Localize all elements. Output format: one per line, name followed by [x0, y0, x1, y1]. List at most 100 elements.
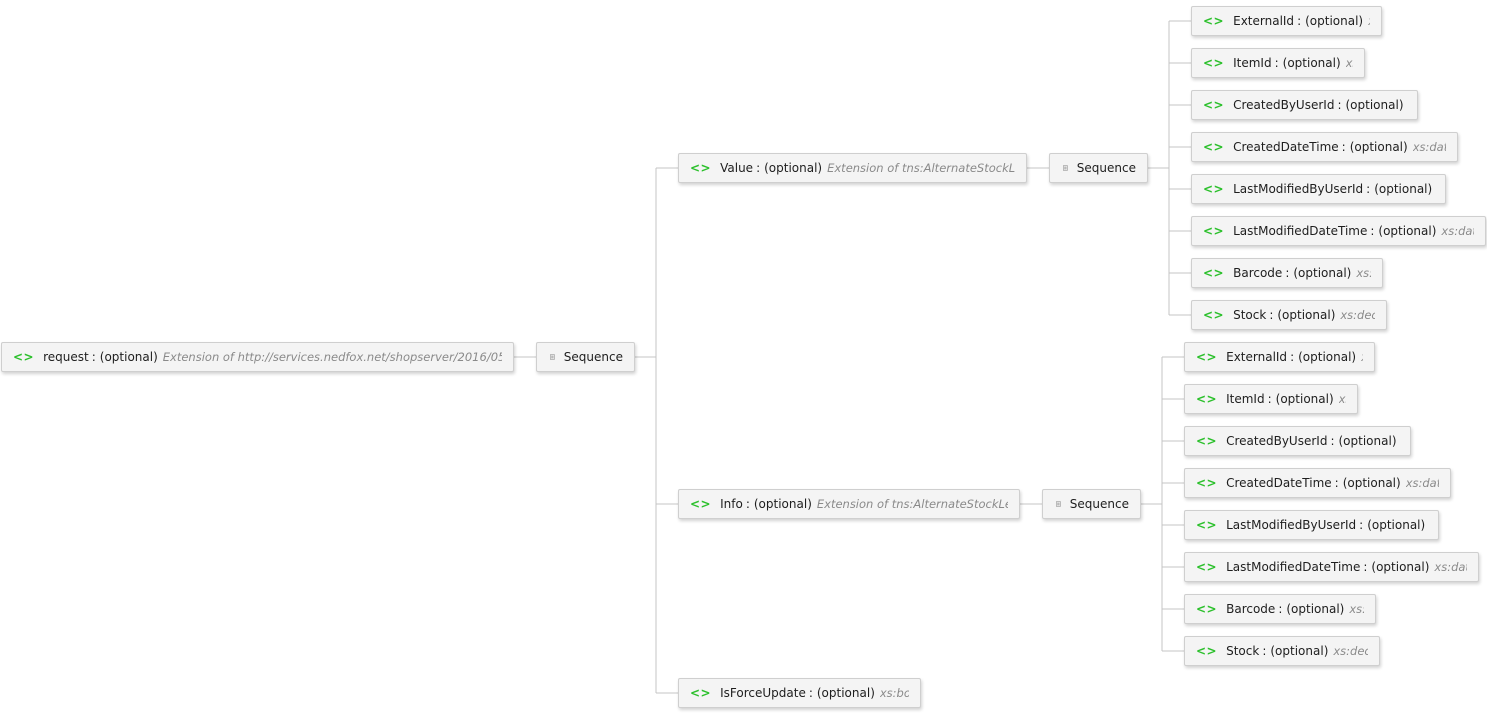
- element-node-info-itemid[interactable]: <> ItemId : (optional) xs:int: [1184, 384, 1358, 414]
- element-name: Value: [720, 161, 754, 175]
- element-icon: <>: [690, 686, 712, 700]
- separator: :: [1290, 350, 1295, 364]
- element-type: xs:decimal: [1340, 308, 1375, 322]
- element-name: CreatedDateTime: [1226, 476, 1332, 490]
- element-type: xs:boolean: [879, 686, 909, 700]
- separator: :: [1366, 182, 1371, 196]
- separator: :: [91, 350, 96, 364]
- element-node-value-barcode[interactable]: <> Barcode : (optional) xs:long: [1191, 258, 1383, 288]
- element-node-request[interactable]: <> request : (optional) Extension of htt…: [1, 342, 514, 372]
- occurrence-label: (optional): [1338, 434, 1397, 448]
- element-type: xs:int: [1368, 14, 1370, 28]
- element-icon: <>: [1196, 560, 1218, 574]
- occurrence-label: (optional): [1374, 182, 1433, 196]
- separator: :: [745, 497, 750, 511]
- element-name: Barcode: [1233, 266, 1283, 280]
- separator: :: [1262, 644, 1267, 658]
- element-node-info-barcode[interactable]: <> Barcode : (optional) xs:long: [1184, 594, 1376, 624]
- element-type: xs:dateTime: [1434, 560, 1467, 574]
- element-icon: <>: [1203, 14, 1225, 28]
- element-icon: <>: [1196, 392, 1218, 406]
- element-type: Extension of http://services.nedfox.net/…: [162, 350, 502, 364]
- sequence-icon: [550, 354, 555, 360]
- element-node-value-createddatetime[interactable]: <> CreatedDateTime : (optional) xs:dateT…: [1191, 132, 1458, 162]
- element-type: xs:int: [1338, 392, 1346, 406]
- element-node-value-createdbyuserid[interactable]: <> CreatedByUserId : (optional) xs:int: [1191, 90, 1418, 120]
- separator: :: [756, 161, 761, 175]
- element-node-value-itemid[interactable]: <> ItemId : (optional) xs:int: [1191, 48, 1365, 78]
- element-name: LastModifiedByUserId: [1233, 182, 1364, 196]
- element-node-info-createdbyuserid[interactable]: <> CreatedByUserId : (optional) xs:int: [1184, 426, 1411, 456]
- element-name: LastModifiedByUserId: [1226, 518, 1357, 532]
- element-name: ExternalId: [1233, 14, 1295, 28]
- element-name: CreatedByUserId: [1233, 98, 1335, 112]
- separator: :: [1267, 392, 1272, 406]
- occurrence-label: (optional): [753, 497, 812, 511]
- sequence-label: Sequence: [563, 350, 623, 364]
- separator: :: [1363, 560, 1368, 574]
- element-node-info[interactable]: <> Info : (optional) Extension of tns:Al…: [678, 489, 1020, 519]
- element-node-value-lastmodifiedbyuserid[interactable]: <> LastModifiedByUserId : (optional) xs:…: [1191, 174, 1446, 204]
- element-icon: <>: [1203, 224, 1225, 238]
- element-icon: <>: [1203, 98, 1225, 112]
- occurrence-label: (optional): [1345, 98, 1404, 112]
- element-node-value-stock[interactable]: <> Stock : (optional) xs:decimal: [1191, 300, 1387, 330]
- element-type: xs:int: [1345, 56, 1353, 70]
- element-node-value[interactable]: <> Value : (optional) Extension of tns:A…: [678, 153, 1027, 183]
- element-type: xs:int: [1361, 350, 1363, 364]
- occurrence-label: (optional): [1378, 224, 1437, 238]
- separator: :: [1278, 602, 1283, 616]
- element-icon: <>: [1203, 56, 1225, 70]
- element-node-value-externalid[interactable]: <> ExternalId : (optional) xs:int: [1191, 6, 1382, 36]
- sequence-node-request[interactable]: Sequence: [536, 342, 635, 372]
- element-icon: <>: [1196, 602, 1218, 616]
- element-icon: <>: [690, 161, 712, 175]
- element-type: Extension of tns:AlternateStockLevelInfo: [816, 497, 1008, 511]
- element-name: request: [43, 350, 89, 364]
- element-icon: <>: [1196, 644, 1218, 658]
- separator: :: [1341, 140, 1346, 154]
- element-node-info-externalid[interactable]: <> ExternalId : (optional) xs:int: [1184, 342, 1375, 372]
- element-type: xs:dateTime: [1412, 140, 1446, 154]
- element-node-info-lastmodifiedbyuserid[interactable]: <> LastModifiedByUserId : (optional) xs:…: [1184, 510, 1439, 540]
- element-node-isforceupdate[interactable]: <> IsForceUpdate : (optional) xs:boolean: [678, 678, 921, 708]
- occurrence-label: (optional): [1293, 266, 1352, 280]
- sequence-node-value[interactable]: Sequence: [1049, 153, 1148, 183]
- sequence-label: Sequence: [1076, 161, 1136, 175]
- element-name: ItemId: [1233, 56, 1272, 70]
- element-name: Info: [720, 497, 743, 511]
- element-type: xs:decimal: [1333, 644, 1368, 658]
- occurrence-label: (optional): [1367, 518, 1426, 532]
- element-node-info-createddatetime[interactable]: <> CreatedDateTime : (optional) xs:dateT…: [1184, 468, 1451, 498]
- sequence-icon: [1063, 165, 1068, 171]
- element-node-info-lastmodifieddatetime[interactable]: <> LastModifiedDateTime : (optional) xs:…: [1184, 552, 1479, 582]
- sequence-node-info[interactable]: Sequence: [1042, 489, 1141, 519]
- element-node-info-stock[interactable]: <> Stock : (optional) xs:decimal: [1184, 636, 1380, 666]
- element-name: ItemId: [1226, 392, 1265, 406]
- occurrence-label: (optional): [1277, 308, 1336, 322]
- separator: :: [1359, 518, 1364, 532]
- element-name: Barcode: [1226, 602, 1276, 616]
- separator: :: [1337, 98, 1342, 112]
- occurrence-label: (optional): [1305, 14, 1364, 28]
- element-icon: <>: [13, 350, 35, 364]
- element-icon: <>: [1196, 476, 1218, 490]
- element-type: xs:long: [1356, 266, 1371, 280]
- separator: :: [1370, 224, 1375, 238]
- element-type: Extension of tns:AlternateStockLevelInfo: [827, 161, 1015, 175]
- sequence-label: Sequence: [1069, 497, 1129, 511]
- element-name: LastModifiedDateTime: [1226, 560, 1361, 574]
- element-icon: <>: [1203, 266, 1225, 280]
- element-name: IsForceUpdate: [720, 686, 806, 700]
- separator: :: [1330, 434, 1335, 448]
- element-icon: <>: [1203, 140, 1225, 154]
- occurrence-label: (optional): [816, 686, 875, 700]
- element-icon: <>: [1196, 434, 1218, 448]
- separator: :: [1274, 56, 1279, 70]
- element-icon: <>: [1203, 308, 1225, 322]
- occurrence-label: (optional): [1282, 56, 1341, 70]
- element-node-value-lastmodifieddatetime[interactable]: <> LastModifiedDateTime : (optional) xs:…: [1191, 216, 1486, 246]
- separator: :: [1285, 266, 1290, 280]
